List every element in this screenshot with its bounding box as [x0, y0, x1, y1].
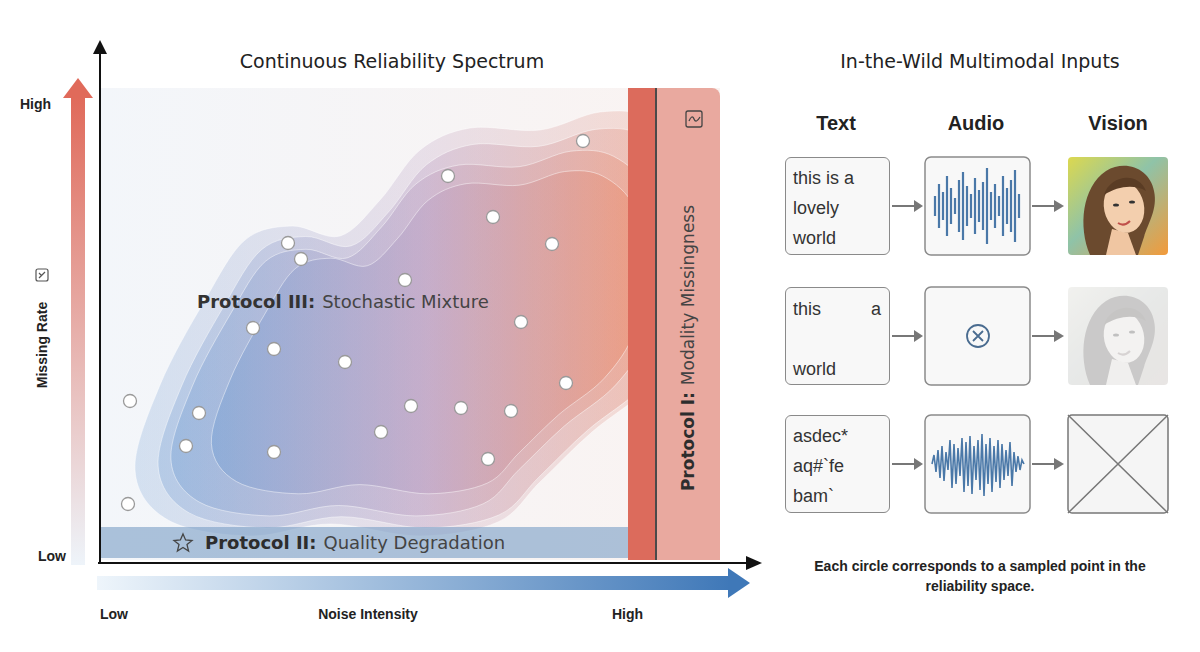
axis-end-label: Low: [100, 606, 128, 622]
column-header: Text: [816, 112, 856, 135]
protocol-name: Protocol II:: [205, 532, 316, 553]
missing-rate-arrow: [71, 96, 85, 565]
noise-intensity-arrowhead: [728, 568, 750, 598]
flow-arrowhead: [1054, 200, 1064, 212]
plot-area: [100, 88, 720, 560]
missing-rate-arrowhead: [63, 78, 93, 98]
protocol-description: Quality Degradation: [323, 532, 505, 553]
degradation-band: Protocol II: Quality Degradation: [100, 527, 720, 558]
audio-boxes: [925, 157, 1030, 513]
blob-layer: [158, 128, 693, 528]
axis-end-label: High: [20, 96, 51, 112]
missing-image: [1068, 415, 1168, 513]
text-input-box: this a world: [785, 287, 890, 385]
missing-circle: [967, 325, 989, 347]
text-input-box: asdec* aq#`fe bam`: [785, 415, 890, 513]
axis-title: Missing Rate: [34, 302, 50, 388]
x-axis: [98, 562, 748, 564]
sample-point: [122, 498, 135, 511]
flow-arrowhead: [1054, 330, 1064, 342]
protocol-label: Protocol II: Quality Degradation: [205, 527, 505, 558]
blob-layer: [171, 150, 660, 516]
blob-layer: [135, 111, 704, 536]
icon-frame: [36, 269, 48, 281]
missing-audio-symbol: [967, 325, 989, 347]
input-text: this a world: [793, 279, 885, 399]
clear-image: [1068, 157, 1168, 255]
y-axis-head: [93, 40, 107, 54]
audio-box: [925, 287, 1030, 385]
audio-box: [925, 157, 1030, 255]
missing-rate-icon: [36, 269, 48, 281]
input-text: asdec* aq#`fe bam`: [793, 421, 885, 511]
clean-waveform: [935, 168, 1019, 244]
axis-title: Noise Intensity: [318, 606, 418, 622]
y-axis: [99, 52, 101, 562]
missingness-band: Protocol I: Modality Missingness: [628, 88, 720, 560]
flow-arrow: [892, 335, 915, 337]
flow-arrows: [892, 200, 1064, 470]
blob-layer: [211, 171, 643, 494]
icon-mark: [39, 272, 45, 278]
flow-arrow: [1032, 335, 1055, 337]
flow-arrowhead: [914, 458, 923, 470]
protocol-description: Stochastic Mixture: [322, 291, 489, 312]
noise-intensity-arrow: [97, 576, 730, 590]
missing-cross: [973, 331, 983, 341]
flow-arrow: [892, 205, 915, 207]
text-input-box: this is a lovely world: [785, 157, 890, 255]
protocol-name: Protocol I:: [678, 392, 698, 491]
sample-point: [124, 395, 137, 408]
note-text: Each circle corresponds to a sampled poi…: [813, 556, 1148, 596]
flow-arrowhead: [914, 200, 923, 212]
axis-end-label: High: [612, 606, 643, 622]
flow-arrow: [892, 463, 915, 465]
protocol-description: Modality Missingness: [678, 205, 698, 385]
column-header: Audio: [948, 112, 1005, 135]
axis-end-label: Low: [38, 548, 66, 564]
noisy-waveform: [932, 434, 1024, 496]
flow-arrowhead: [1054, 458, 1064, 470]
flow-arrow: [1032, 205, 1055, 207]
flow-arrow: [1032, 463, 1055, 465]
missing-image-frame: [1068, 415, 1168, 513]
input-text: this is a lovely world: [793, 163, 885, 253]
missing-image-cross: [1068, 415, 1168, 513]
flow-arrowhead: [914, 330, 923, 342]
protocol-name: Protocol III:: [197, 291, 315, 312]
audio-box: [925, 415, 1030, 513]
panel-title: In-the-Wild Multimodal Inputs: [840, 50, 1120, 72]
protocol-label: Protocol III: Stochastic Mixture: [197, 290, 489, 314]
panel-title: Continuous Reliability Spectrum: [240, 50, 544, 72]
x-axis-head: [746, 556, 762, 570]
protocol-label: Protocol I: Modality Missingness: [673, 138, 703, 558]
column-header: Vision: [1088, 112, 1148, 135]
degraded-image: [1068, 287, 1168, 385]
